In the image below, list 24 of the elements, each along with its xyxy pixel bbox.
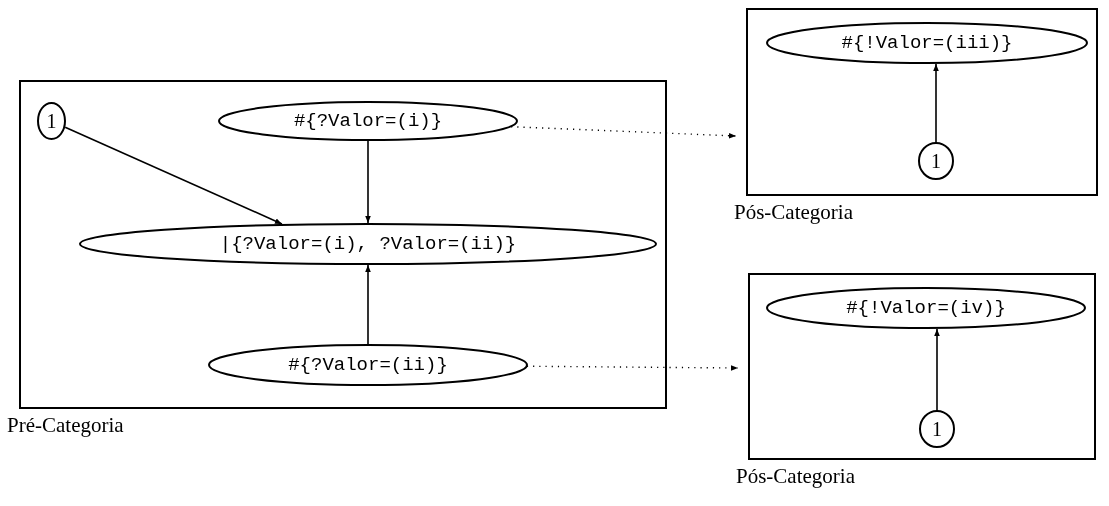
set-expression: #{!Valor=(iii)} <box>841 32 1013 54</box>
arrow <box>933 63 939 143</box>
circle-number: 1 <box>931 149 941 173</box>
numbered-circle <box>918 142 954 180</box>
circle-number: 1 <box>46 109 57 133</box>
arrow <box>365 140 371 224</box>
arrow <box>934 328 940 411</box>
ellipse-node <box>218 101 518 141</box>
ellipse-node <box>766 22 1088 64</box>
set-expression: |{?Valor=(i), ?Valor=(ii)} <box>219 233 517 255</box>
ellipse-node <box>79 223 657 265</box>
set-expression: #{?Valor=(i)} <box>293 110 443 132</box>
set-expression: #{!Valor=(iv)} <box>846 297 1006 319</box>
ellipse-node <box>766 287 1086 329</box>
category-label: Pré-Categoria <box>7 413 124 438</box>
numbered-circle <box>919 410 955 448</box>
circle-number: 1 <box>932 417 942 441</box>
category-label: Pós-Categoria <box>734 200 853 225</box>
set-expression: #{?Valor=(ii)} <box>288 354 448 376</box>
category-label: Pós-Categoria <box>736 464 855 489</box>
numbered-circle <box>37 102 66 140</box>
ellipse-node <box>208 344 528 386</box>
arrow <box>365 264 371 345</box>
arrow <box>64 126 283 225</box>
